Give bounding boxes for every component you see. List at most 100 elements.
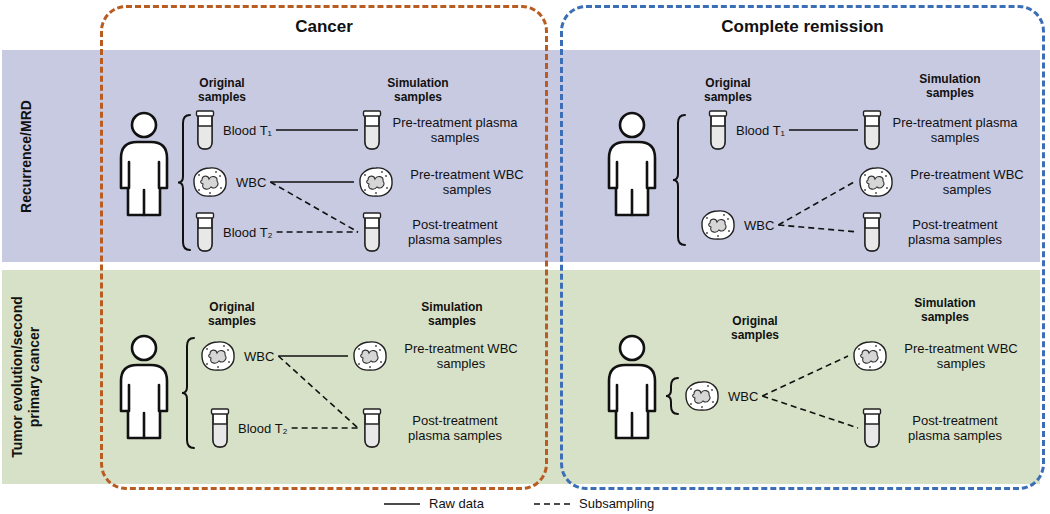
- test-tube-icon: [362, 212, 382, 252]
- sample-item: WBC: [200, 334, 274, 378]
- column-heading: Simulation samples: [905, 296, 985, 324]
- person-icon: [609, 336, 655, 438]
- legend-item: Raw data: [383, 496, 484, 512]
- raw-data-line: [276, 129, 358, 131]
- test-tube-icon: [362, 408, 382, 448]
- wbc-icon: [352, 340, 388, 372]
- test-tube-icon: [362, 110, 382, 150]
- column-heading-text: Simulation samples: [905, 296, 985, 324]
- test-tube-icon: [195, 212, 215, 252]
- legend-text: Subsampling: [579, 496, 654, 512]
- sample-label: Post-treatment plasma samples: [890, 217, 1020, 247]
- sample-item: Blood T₂: [195, 210, 273, 254]
- sample-label: Pre-treatment plasma samples: [890, 115, 1020, 145]
- sample-label: WBC: [236, 175, 266, 190]
- column-heading-text: Original samples: [187, 76, 257, 104]
- sample-item: WBC: [192, 160, 266, 204]
- sample-label: Post-treatment plasma samples: [390, 413, 520, 443]
- person-icon: [609, 113, 655, 215]
- region-title: Cancer: [103, 17, 545, 37]
- raw-data-line: [789, 129, 858, 131]
- wbc-icon: [700, 209, 736, 241]
- bracket: [182, 338, 194, 448]
- subsampling-line: [778, 182, 854, 225]
- sample-item: Blood T₁: [708, 108, 785, 152]
- sample-label: Blood T₁: [223, 123, 272, 138]
- sample-label: Pre-treatment WBC samples: [396, 341, 526, 371]
- wbc-icon: [358, 166, 394, 198]
- sample-item: Post-treatment plasma samples: [862, 406, 1020, 450]
- wbc-icon: [684, 380, 720, 412]
- bracket: [178, 115, 190, 250]
- sample-item: Blood T₁: [195, 108, 272, 152]
- sample-label: WBC: [744, 218, 774, 233]
- column-heading: Simulation samples: [412, 300, 492, 328]
- status-region: CancerBlood T₁ WBC Blood T₂ Pre-treatment p…: [100, 5, 548, 490]
- wbc-icon: [858, 166, 894, 198]
- test-tube-icon: [862, 110, 882, 150]
- sample-label: Pre-treatment plasma samples: [390, 115, 520, 145]
- legend-line: [534, 503, 570, 505]
- subsampling-line: [778, 225, 858, 232]
- column-heading: Simulation samples: [378, 76, 458, 104]
- wbc-icon: [200, 340, 236, 372]
- legend-swatch: [533, 499, 571, 509]
- subsampling-line: [270, 182, 358, 232]
- sample-item: Post-treatment plasma samples: [862, 210, 1020, 254]
- column-heading-text: Original samples: [197, 300, 267, 328]
- subsampling-line: [277, 231, 358, 233]
- sample-label: WBC: [728, 389, 758, 404]
- sample-item: WBC: [700, 203, 774, 247]
- wbc-icon: [192, 166, 228, 198]
- sample-item: Post-treatment plasma samples: [362, 406, 520, 450]
- raw-data-line: [270, 181, 354, 183]
- sample-item: Pre-treatment WBC samples: [858, 160, 1032, 204]
- person-icon: [121, 113, 167, 215]
- sample-label: Pre-treatment WBC samples: [902, 167, 1032, 197]
- column-heading-text: Original samples: [720, 314, 790, 342]
- bracket: [666, 378, 678, 414]
- legend-line: [384, 503, 420, 505]
- column-heading: Original samples: [693, 76, 763, 104]
- sample-item: WBC: [684, 374, 758, 418]
- subsampling-line: [762, 356, 848, 396]
- sample-label: Blood T₁: [736, 123, 785, 138]
- test-tube-icon: [210, 408, 230, 448]
- sample-item: Pre-treatment WBC samples: [352, 334, 526, 378]
- sample-label: WBC: [244, 349, 274, 364]
- bracket: [673, 115, 685, 245]
- legend-swatch: [383, 499, 421, 509]
- test-tube-icon: [708, 110, 728, 150]
- column-heading-text: Simulation samples: [910, 72, 990, 100]
- sample-label: Pre-treatment WBC samples: [402, 167, 532, 197]
- sample-item: Post-treatment plasma samples: [362, 210, 520, 254]
- test-tube-icon: [862, 212, 882, 252]
- subsampling-line: [278, 356, 358, 428]
- test-tube-icon: [862, 408, 882, 448]
- column-heading-text: Simulation samples: [378, 76, 458, 104]
- sample-item: Pre-treatment WBC samples: [852, 334, 1026, 378]
- sample-item: Pre-treatment WBC samples: [358, 160, 532, 204]
- scenario-band: Tumor evolution/second primary cancer: [2, 270, 1040, 484]
- raw-data-line: [278, 355, 348, 357]
- legend-item: Subsampling: [533, 496, 654, 512]
- person-icon: [121, 336, 167, 438]
- legend-text: Raw data: [429, 496, 484, 512]
- band-label: Tumor evolution/second primary cancer: [9, 277, 43, 477]
- column-heading: Original samples: [197, 300, 267, 328]
- subsampling-line: [762, 396, 858, 428]
- column-heading-text: Simulation samples: [412, 300, 492, 328]
- scenario-band: Recurrence/MRD: [2, 50, 1040, 262]
- column-heading: Original samples: [720, 314, 790, 342]
- band-label: Recurrence/MRD: [18, 56, 35, 256]
- sample-label: Blood T₂: [223, 225, 273, 240]
- test-tube-icon: [195, 110, 215, 150]
- sample-item: Pre-treatment plasma samples: [362, 108, 520, 152]
- sample-item: Pre-treatment plasma samples: [862, 108, 1020, 152]
- sample-label: Pre-treatment WBC samples: [896, 341, 1026, 371]
- subsampling-line: [292, 427, 358, 429]
- column-heading-text: Original samples: [693, 76, 763, 104]
- sample-label: Blood T₂: [238, 421, 288, 436]
- sample-item: Blood T₂: [210, 406, 288, 450]
